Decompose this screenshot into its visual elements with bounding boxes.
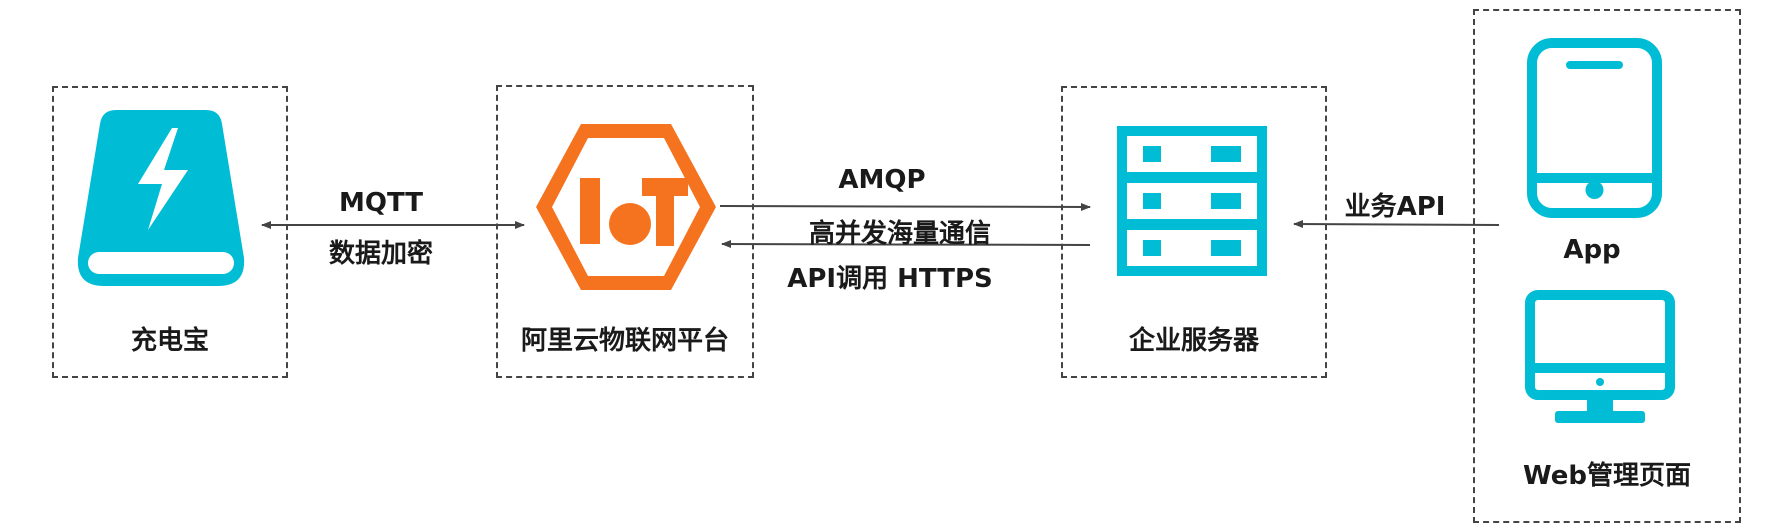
business-api-label: 业务API <box>1344 192 1446 222</box>
mqtt-label: MQTT <box>338 188 424 218</box>
powerbank-box <box>52 86 288 378</box>
monitor-icon <box>1525 290 1675 423</box>
encryption-label: 数据加密 <box>328 239 434 269</box>
web-admin-label: Web管理页面 <box>1523 461 1691 491</box>
phone-icon <box>1527 38 1662 218</box>
iot-platform-box <box>496 85 754 378</box>
app-label: App <box>1563 235 1621 265</box>
power-bank-icon <box>77 110 245 286</box>
business-api-arrow <box>1293 220 1500 229</box>
api-https-arrow <box>721 240 1091 249</box>
amqp-label: AMQP <box>838 165 926 195</box>
server-icon <box>1117 126 1267 276</box>
server-label: 企业服务器 <box>1128 326 1260 356</box>
client-box <box>1473 9 1741 523</box>
iot-platform-icon <box>536 124 716 290</box>
powerbank-label: 充电宝 <box>130 326 210 356</box>
iot-platform-label: 阿里云物联网平台 <box>520 326 730 356</box>
high-concurrency-label: 高并发海量通信 <box>808 219 992 249</box>
server-box <box>1061 86 1327 378</box>
api-https-label: API调用 HTTPS <box>787 264 993 294</box>
amqp-arrow <box>719 202 1091 211</box>
